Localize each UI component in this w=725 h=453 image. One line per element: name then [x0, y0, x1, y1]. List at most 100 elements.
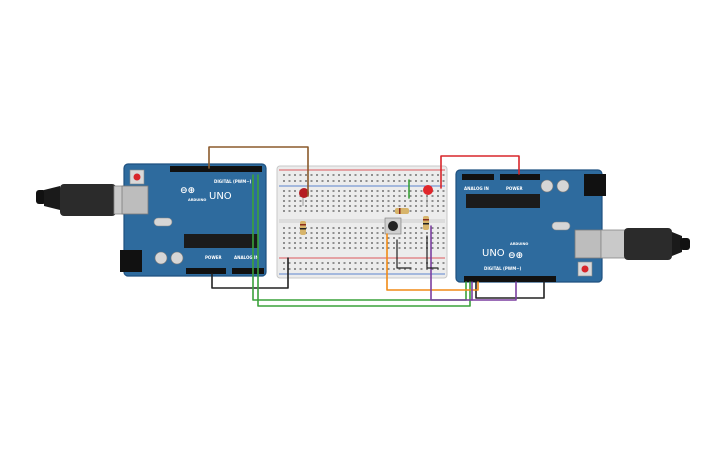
- breadboard-hole: [431, 174, 434, 176]
- breadboard-hole: [360, 242, 362, 244]
- breadboard-hole: [327, 205, 329, 207]
- breadboard-hole: [437, 268, 439, 270]
- breadboard-hole: [343, 200, 346, 202]
- resistor-middle[interactable]: [395, 208, 409, 214]
- breadboard-hole: [338, 247, 340, 249]
- breadboard-hole: [382, 180, 384, 182]
- breadboard-hole: [310, 232, 313, 234]
- breadboard-hole: [321, 200, 324, 202]
- wire-black-bb[interactable]: [396, 239, 412, 269]
- breadboard-hole: [343, 247, 346, 249]
- led-left[interactable]: [299, 188, 309, 206]
- wire-green-long-2[interactable]: [257, 174, 471, 307]
- left-analog-header[interactable]: [232, 268, 264, 274]
- right-usb-plug-metal: [600, 229, 626, 259]
- right-reset-button-cap: [581, 265, 589, 273]
- breadboard-hole: [376, 268, 379, 270]
- breadboard-hole: [404, 262, 406, 264]
- breadboard-hole: [349, 195, 351, 197]
- breadboard-hole: [288, 200, 291, 202]
- breadboard-hole: [305, 237, 307, 239]
- breadboard-hole: [305, 242, 307, 244]
- wire-black-right[interactable]: [475, 281, 545, 299]
- wire-black-bb-2[interactable]: [426, 235, 439, 269]
- left-arduino-board[interactable]: ⊖⊕ UNO ARDUINO DIGITAL (PWM~) POWER ANAL…: [120, 163, 267, 277]
- breadboard-hole: [376, 190, 379, 192]
- breadboard-hole: [338, 210, 340, 212]
- breadboard-hole: [376, 205, 379, 207]
- breadboard-hole: [398, 242, 401, 244]
- breadboard-hole: [415, 205, 417, 207]
- breadboard-hole: [415, 210, 417, 212]
- right-power-header[interactable]: [500, 174, 540, 180]
- wire-orange[interactable]: [386, 233, 479, 291]
- wire-green-long-1[interactable]: [252, 174, 467, 301]
- breadboard-hole: [409, 190, 412, 192]
- right-power-jack: [584, 174, 606, 196]
- left-usb-cable-tail: [36, 190, 46, 204]
- breadboard-hole: [442, 268, 445, 270]
- breadboard-hole: [442, 242, 445, 244]
- breadboard-hole: [442, 227, 445, 229]
- breadboard-hole: [349, 190, 351, 192]
- breadboard-hole: [294, 247, 296, 249]
- breadboard-hole: [349, 242, 351, 244]
- breadboard-hole: [294, 174, 296, 176]
- breadboard-hole: [398, 180, 401, 182]
- breadboard-hole: [393, 237, 395, 239]
- breadboard-hole: [437, 195, 439, 197]
- breadboard-hole: [321, 210, 324, 212]
- wire-black-left[interactable]: [211, 257, 289, 289]
- breadboard-hole: [442, 247, 445, 249]
- right-usb-cable[interactable]: [600, 228, 690, 260]
- left-power-header[interactable]: [186, 268, 226, 274]
- breadboard-hole: [420, 242, 423, 244]
- breadboard-hole: [288, 268, 291, 270]
- right-arduino-board[interactable]: ⊖⊕ UNO ARDUINO DIGITAL (PWM~) ANALOG IN …: [455, 169, 606, 283]
- pushbutton[interactable]: [384, 217, 402, 235]
- breadboard-hole: [426, 210, 428, 212]
- breadboard-hole: [365, 237, 368, 239]
- breadboard-hole: [310, 268, 313, 270]
- breadboard[interactable]: [276, 165, 448, 279]
- breadboard-hole: [288, 232, 291, 234]
- breadboard-hole: [409, 242, 412, 244]
- breadboard-hole: [283, 190, 285, 192]
- breadboard-hole: [321, 205, 324, 207]
- breadboard-hole: [387, 268, 390, 270]
- right-analog-header[interactable]: [462, 174, 494, 180]
- breadboard-hole: [343, 242, 346, 244]
- breadboard-hole: [299, 262, 302, 264]
- breadboard-hole: [382, 247, 384, 249]
- breadboard-hole: [299, 237, 302, 239]
- breadboard-hole: [294, 180, 296, 182]
- breadboard-hole: [360, 237, 362, 239]
- breadboard-hole: [327, 237, 329, 239]
- resistor-left[interactable]: [300, 221, 306, 235]
- left-digital-label: DIGITAL (PWM~): [214, 179, 252, 184]
- breadboard-hole: [420, 268, 423, 270]
- breadboard-hole: [349, 180, 351, 182]
- right-microcontroller: [466, 194, 540, 208]
- breadboard-hole: [420, 232, 423, 234]
- wire-brown[interactable]: [208, 146, 309, 197]
- pushbutton-cap[interactable]: [388, 221, 398, 231]
- wire-purple-2[interactable]: [471, 281, 517, 301]
- resistor-right[interactable]: [423, 216, 429, 230]
- led-right[interactable]: [423, 185, 433, 205]
- wire-red[interactable]: [440, 155, 520, 189]
- right-digital-header[interactable]: [464, 276, 556, 282]
- wire-purple-1[interactable]: [430, 225, 473, 301]
- breadboard-hole: [288, 190, 291, 192]
- breadboard-hole: [299, 268, 302, 270]
- breadboard-hole: [305, 200, 307, 202]
- breadboard-hole: [332, 200, 335, 202]
- breadboard-hole: [371, 232, 373, 234]
- left-digital-header[interactable]: [170, 166, 262, 172]
- breadboard-hole: [321, 242, 324, 244]
- resistor-left-band: [300, 224, 306, 226]
- breadboard-hole: [437, 205, 439, 207]
- breadboard-hole: [327, 232, 329, 234]
- breadboard-hole: [316, 237, 318, 239]
